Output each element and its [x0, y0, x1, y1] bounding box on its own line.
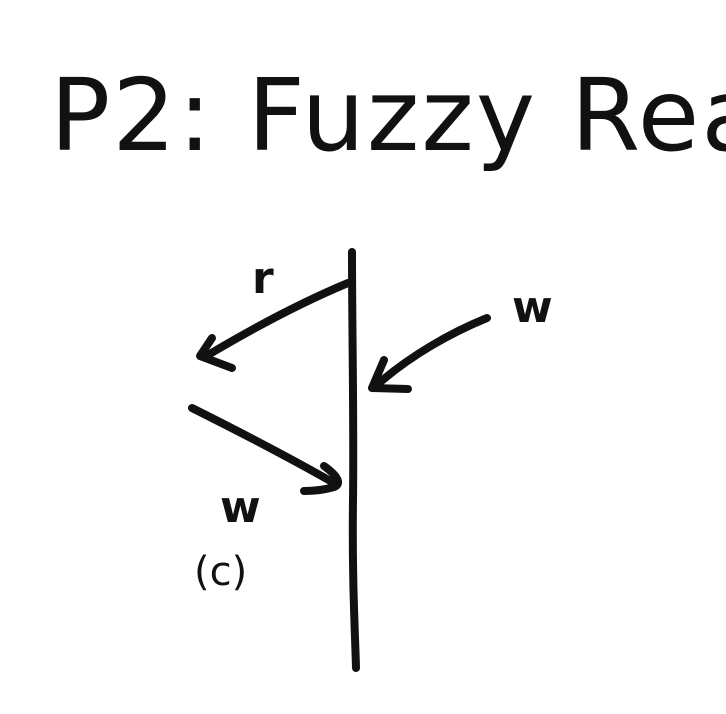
write-back-arrow	[188, 404, 343, 495]
write-back-label: w	[220, 482, 261, 533]
incoming-write-arrow-head	[368, 356, 412, 393]
write-back-arrow-shaft	[188, 404, 338, 487]
incoming-write-arrow	[368, 314, 491, 393]
read-arrow-head	[196, 334, 236, 372]
read-arrow-label: r	[252, 253, 274, 304]
incoming-write-arrow-shaft	[374, 314, 491, 388]
timeline-line	[348, 248, 360, 672]
write-back-arrow-head	[300, 462, 343, 495]
write-back-note: (c)	[194, 549, 247, 595]
read-arrow	[196, 279, 352, 372]
incoming-write-label: w	[512, 282, 553, 333]
read-arrow-shaft	[204, 279, 352, 359]
page-title: P2: Fuzzy Read	[50, 57, 726, 174]
